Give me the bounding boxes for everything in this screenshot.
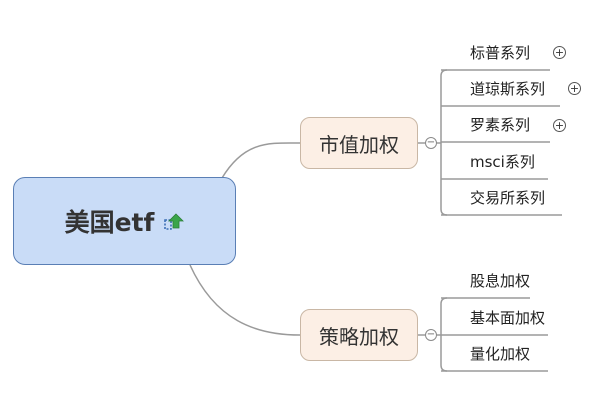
leaf-sp-series[interactable]: 标普系列 xyxy=(470,43,531,62)
collapse-strategy-icon[interactable]: − xyxy=(425,329,437,341)
leaf-dividend-weighted[interactable]: 股息加权 xyxy=(470,271,531,290)
root-label: 美国etf xyxy=(64,208,155,237)
collapse-market-cap-icon[interactable]: − xyxy=(425,137,437,149)
leaf-fundamental-weighted[interactable]: 基本面加权 xyxy=(470,308,546,327)
leaf-quant-weighted[interactable]: 量化加权 xyxy=(470,344,531,363)
leaf-russell-series[interactable]: 罗素系列 xyxy=(470,115,531,134)
upload-arrow-icon xyxy=(164,213,185,230)
connector-root-to-strategy xyxy=(189,264,301,336)
branch-label: 市值加权 xyxy=(319,132,399,157)
leaf-dow-jones-series[interactable]: 道琼斯系列 xyxy=(470,79,546,98)
branch-strategy[interactable]: 策略加权 xyxy=(300,309,418,361)
leaf-msci-series[interactable]: msci系列 xyxy=(470,152,535,171)
expand-plus-icon[interactable]: + xyxy=(553,119,566,132)
expand-plus-icon[interactable]: + xyxy=(553,46,566,59)
expand-plus-icon[interactable]: + xyxy=(568,82,581,95)
root-node[interactable]: 美国etf xyxy=(13,177,236,265)
leaf-exchange-series[interactable]: 交易所系列 xyxy=(470,188,546,207)
connector-root-to-market-cap xyxy=(221,142,301,179)
branch-label: 策略加权 xyxy=(319,324,399,349)
branch-market-cap[interactable]: 市值加权 xyxy=(300,117,418,169)
